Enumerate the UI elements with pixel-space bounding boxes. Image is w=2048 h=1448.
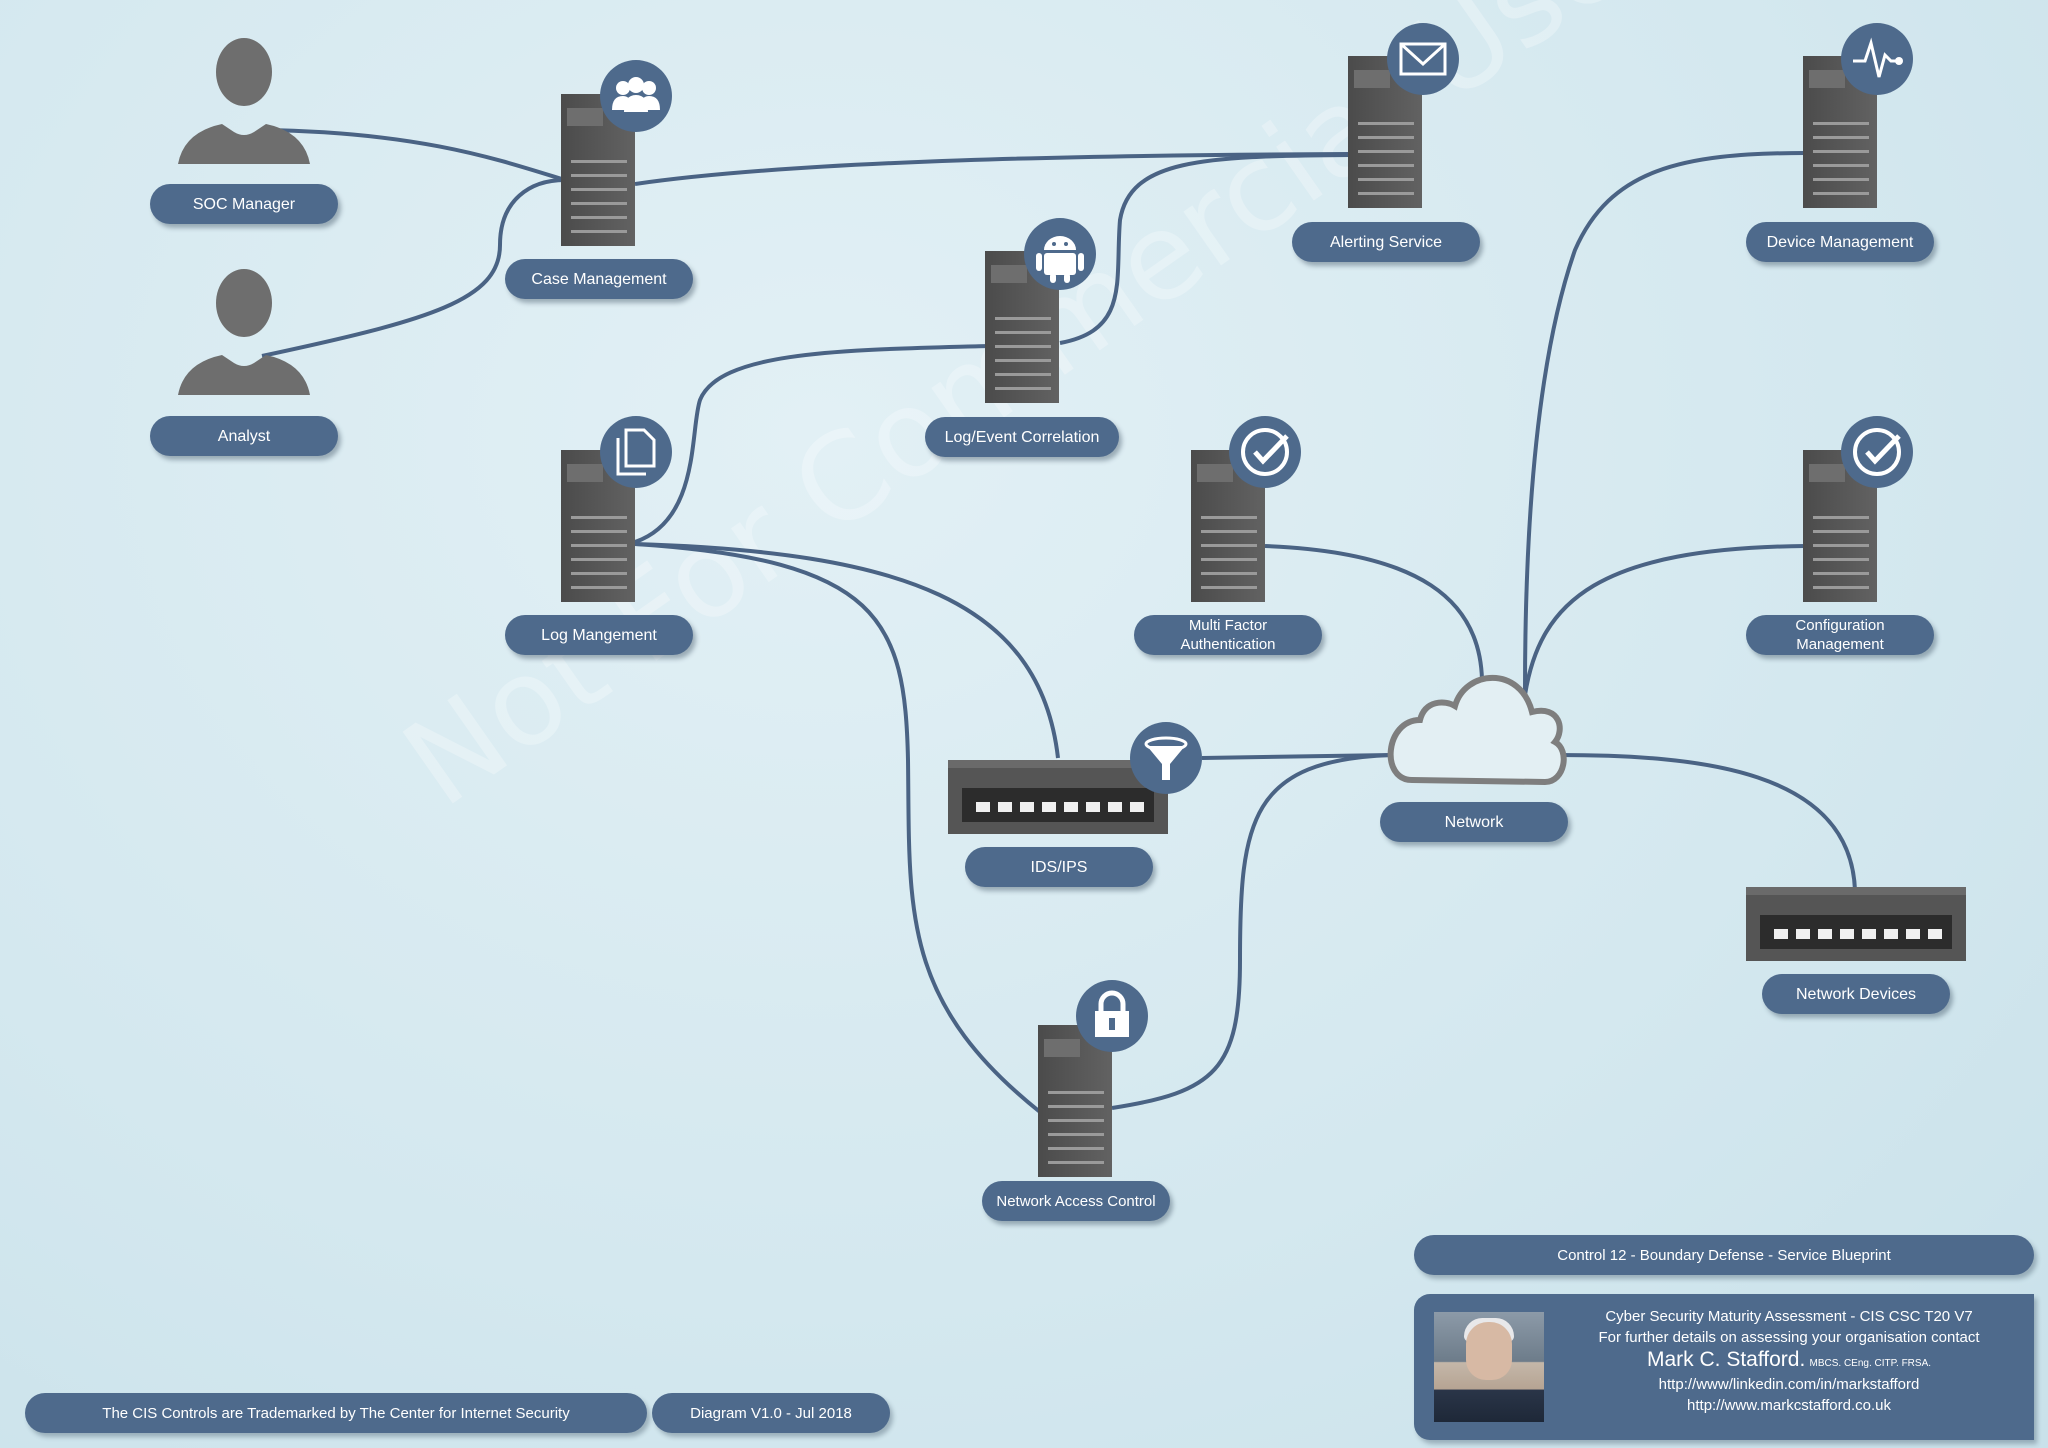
pulse-icon — [1841, 23, 1913, 95]
switch-ids-ips — [948, 760, 1168, 834]
label-log-management[interactable]: Log Mangement — [505, 615, 693, 655]
users-icon — [600, 60, 672, 132]
person-icon — [178, 269, 310, 395]
padlock-icon — [1076, 980, 1148, 1052]
label-alerting-service[interactable]: Alerting Service — [1292, 222, 1480, 262]
diagram-version: Diagram V1.0 - Jul 2018 — [652, 1393, 890, 1433]
link-network-devmgmt — [1523, 151, 1806, 691]
link-network-devices — [1557, 753, 1857, 891]
label-multi-factor-authentication[interactable]: Multi Factor Authentication — [1134, 615, 1322, 655]
contact-website-link[interactable]: http://www.markcstafford.co.uk — [1687, 1397, 1891, 1414]
link-nac-network — [1111, 753, 1393, 1110]
link-logmgmt-ids — [634, 542, 1060, 759]
label-line: Configuration — [1795, 617, 1885, 634]
label-configuration-management[interactable]: Configuration Management — [1746, 615, 1934, 655]
android-icon — [1024, 218, 1096, 290]
contact-line-details: For further details on assessing your or… — [1598, 1329, 1980, 1346]
label-device-management[interactable]: Device Management — [1746, 222, 1934, 262]
label-line: Management — [1796, 636, 1884, 653]
label-network[interactable]: Network — [1380, 802, 1568, 842]
contact-panel: Cyber Security Maturity Assessment - CIS… — [1414, 1294, 2034, 1440]
label-log-event-correlation[interactable]: Log/Event Correlation — [925, 417, 1119, 457]
label-network-devices[interactable]: Network Devices — [1762, 974, 1950, 1014]
contact-credentials: MBCS. CEng. CITP. FRSA. — [1809, 1358, 1932, 1369]
cloud-icon — [1387, 674, 1567, 786]
link-soc-case — [261, 128, 566, 182]
link-mfa-network — [1264, 544, 1484, 681]
label-analyst[interactable]: Analyst — [150, 416, 338, 456]
trademark-notice: The CIS Controls are Trademarked by The … — [25, 1393, 647, 1433]
documents-icon — [600, 416, 672, 488]
link-correlation-alerting — [1059, 153, 1351, 345]
diagram-title-bar: Control 12 - Boundary Defense - Service … — [1414, 1235, 2034, 1275]
label-line: Authentication — [1180, 636, 1276, 653]
link-logmgmt-nac — [634, 542, 1042, 1114]
link-analyst-case — [261, 178, 566, 358]
contact-linkedin-link[interactable]: http://www/linkedin.com/in/markstafford — [1658, 1376, 1920, 1393]
person-icon — [178, 38, 310, 164]
label-network-access-control[interactable]: Network Access Control — [982, 1181, 1170, 1221]
label-case-management[interactable]: Case Management — [505, 259, 693, 299]
contact-line-assessment: Cyber Security Maturity Assessment - CIS… — [1605, 1308, 1973, 1325]
contact-name: Mark C. Stafford. — [1646, 1348, 1806, 1371]
label-ids-ips[interactable]: IDS/IPS — [965, 847, 1153, 887]
checkmark-icon — [1229, 416, 1301, 488]
link-network-config — [1523, 544, 1806, 696]
funnel-icon — [1130, 722, 1202, 794]
label-line: Multi Factor — [1188, 617, 1268, 634]
link-correlation-logmgmt — [634, 344, 988, 544]
checkmark-icon — [1841, 416, 1913, 488]
label-soc-manager[interactable]: SOC Manager — [150, 184, 338, 224]
contact-name-line: Mark C. Stafford. MBCS. CEng. CITP. FRSA… — [1554, 1348, 2024, 1374]
contact-text: Cyber Security Maturity Assessment - CIS… — [1554, 1306, 2024, 1416]
author-photo — [1434, 1312, 1544, 1422]
envelope-icon — [1387, 23, 1459, 95]
link-case-alerting — [634, 152, 1351, 186]
connection-lines — [261, 128, 1857, 1114]
switch-icon — [1746, 887, 1966, 961]
